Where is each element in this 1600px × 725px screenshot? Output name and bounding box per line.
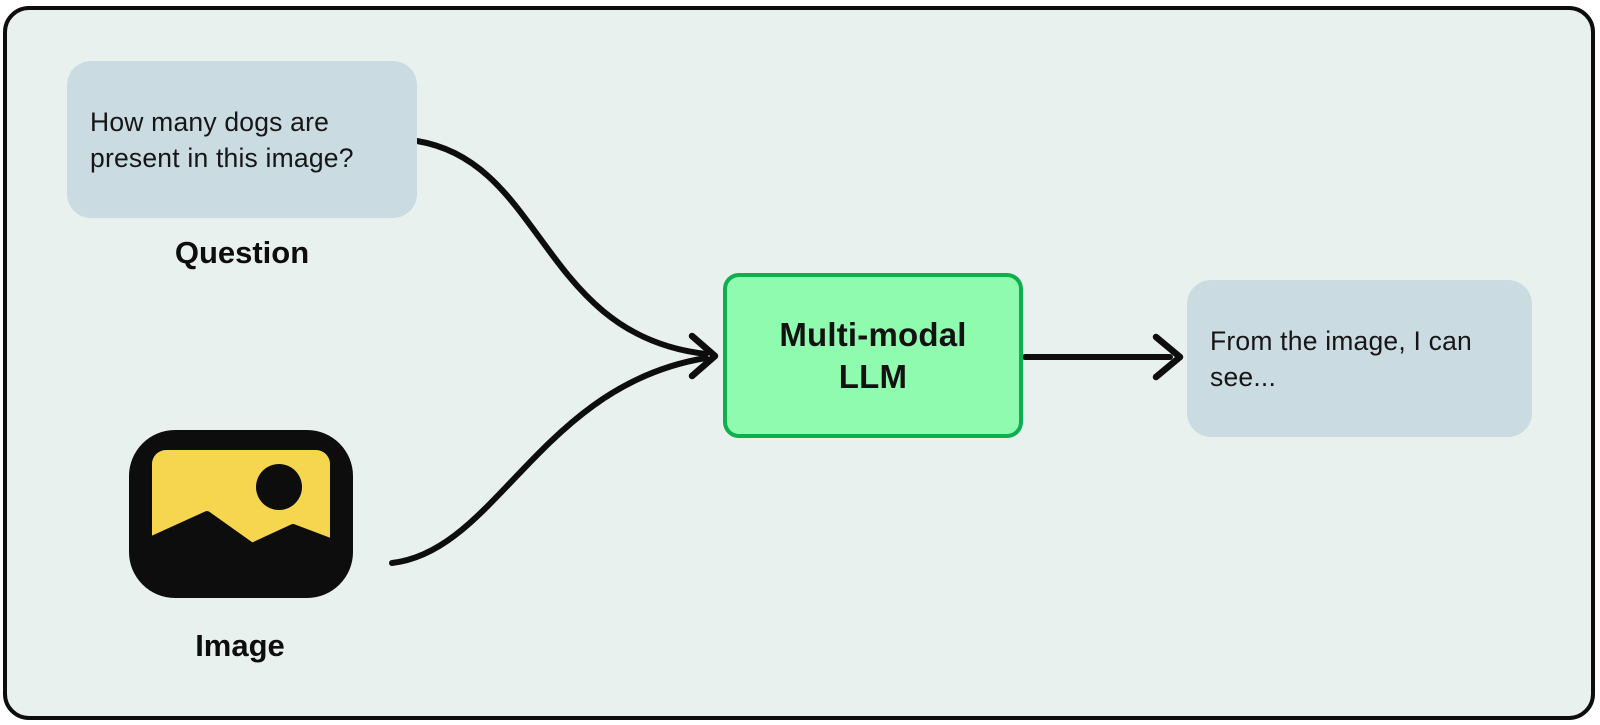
question-text: How many dogs are present in this image?: [90, 106, 354, 173]
image-node-label: Image: [195, 628, 285, 663]
llm-node-text: Multi-modal LLM: [779, 315, 967, 395]
picture-icon: [129, 430, 353, 598]
question-node-label: Question: [174, 235, 310, 270]
question-node: How many dogs are present in this image?: [67, 61, 417, 218]
picture-icon-mountains: [148, 511, 334, 570]
output-text: From the image, I can see...: [1210, 325, 1472, 392]
output-node: From the image, I can see...: [1187, 280, 1532, 437]
llm-node: Multi-modal LLM: [723, 273, 1023, 438]
picture-icon-sun: [256, 464, 302, 510]
